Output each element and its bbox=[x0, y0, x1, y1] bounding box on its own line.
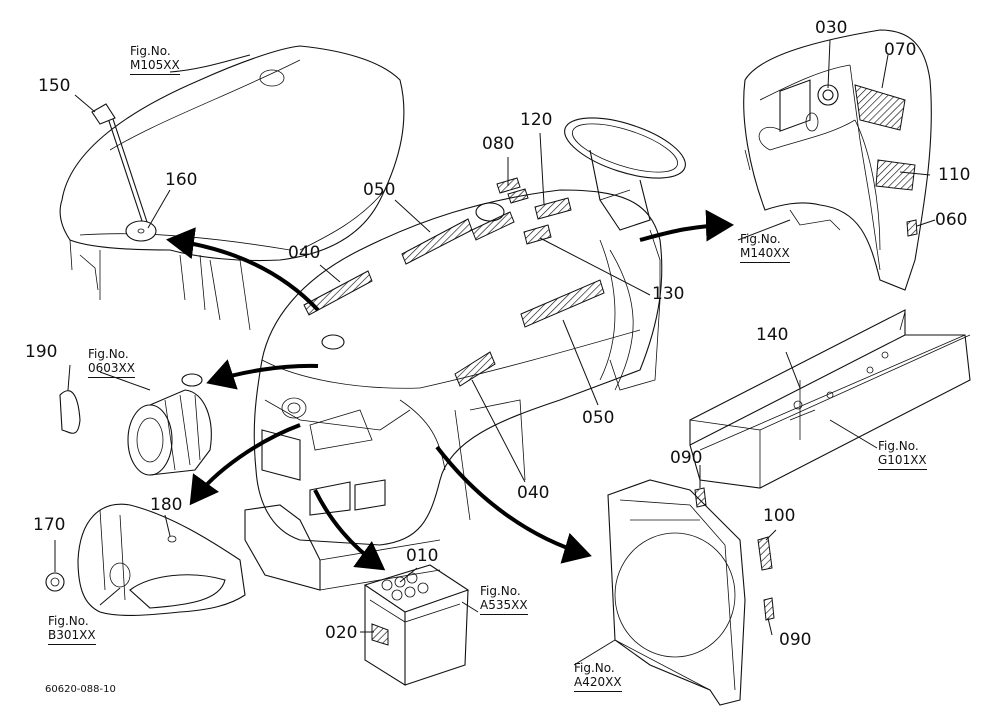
callout-090-top: 090 bbox=[670, 448, 703, 468]
fig-ref-0603-line2: 0603XX bbox=[88, 361, 135, 378]
callout-130: 130 bbox=[652, 284, 685, 304]
tractor-body bbox=[244, 117, 686, 591]
callout-030: 030 bbox=[815, 18, 848, 38]
callout-190: 190 bbox=[25, 342, 58, 362]
fig-ref-a535-line1: Fig.No. bbox=[480, 584, 521, 598]
callout-110: 110 bbox=[938, 165, 971, 185]
callout-010: 010 bbox=[406, 546, 439, 566]
callout-150: 150 bbox=[38, 76, 71, 96]
battery-part bbox=[363, 564, 470, 686]
callout-100: 100 bbox=[763, 506, 796, 526]
callout-120: 120 bbox=[520, 110, 553, 130]
callout-060: 060 bbox=[935, 210, 968, 230]
callout-040-top: 040 bbox=[288, 243, 321, 263]
callout-070: 070 bbox=[884, 40, 917, 60]
light-assembly-part bbox=[59, 373, 212, 476]
shroud-part bbox=[607, 479, 775, 706]
assembly-arrows bbox=[166, 209, 734, 571]
frame-rail-part bbox=[689, 79, 971, 489]
fig-ref-0603: Fig.No. 0603XX bbox=[88, 347, 135, 378]
callout-170: 170 bbox=[33, 515, 66, 535]
fig-ref-g101-line1: Fig.No. bbox=[878, 439, 919, 453]
callout-140: 140 bbox=[756, 325, 789, 345]
fig-ref-m140: Fig.No. M140XX bbox=[740, 232, 790, 263]
hood-part bbox=[59, 45, 405, 331]
drawing-code: 60620-088-10 bbox=[45, 684, 116, 695]
fig-ref-a420: Fig.No. A420XX bbox=[574, 661, 622, 692]
fig-ref-a420-line2: A420XX bbox=[574, 675, 622, 692]
callout-050-bottom: 050 bbox=[582, 408, 615, 428]
callout-050-top: 050 bbox=[363, 180, 396, 200]
fender-part bbox=[743, 29, 932, 291]
fig-ref-a535: Fig.No. A535XX bbox=[480, 584, 528, 615]
fig-ref-a535-line2: A535XX bbox=[480, 598, 528, 615]
front-bumper-part bbox=[45, 503, 246, 617]
fig-ref-m140-line2: M140XX bbox=[740, 246, 790, 263]
fig-ref-m105: Fig.No. M105XX bbox=[130, 44, 180, 75]
callout-080: 080 bbox=[482, 134, 515, 154]
fig-ref-g101: Fig.No. G101XX bbox=[878, 439, 927, 470]
leader-lines bbox=[54, 39, 936, 666]
fig-ref-b301-line1: Fig.No. bbox=[48, 614, 89, 628]
callout-090-bottom: 090 bbox=[779, 630, 812, 650]
callout-040-bottom: 040 bbox=[517, 483, 550, 503]
callout-180: 180 bbox=[150, 495, 183, 515]
callout-020: 020 bbox=[325, 623, 358, 643]
fig-ref-m105-line2: M105XX bbox=[130, 58, 180, 75]
fig-ref-m140-line1: Fig.No. bbox=[740, 232, 781, 246]
fig-ref-m105-line1: Fig.No. bbox=[130, 44, 171, 58]
fig-ref-b301-line2: B301XX bbox=[48, 628, 96, 645]
fig-ref-0603-line1: Fig.No. bbox=[88, 347, 129, 361]
fig-ref-b301: Fig.No. B301XX bbox=[48, 614, 96, 645]
fig-ref-g101-line2: G101XX bbox=[878, 453, 927, 470]
callout-160: 160 bbox=[165, 170, 198, 190]
fig-ref-a420-line1: Fig.No. bbox=[574, 661, 615, 675]
